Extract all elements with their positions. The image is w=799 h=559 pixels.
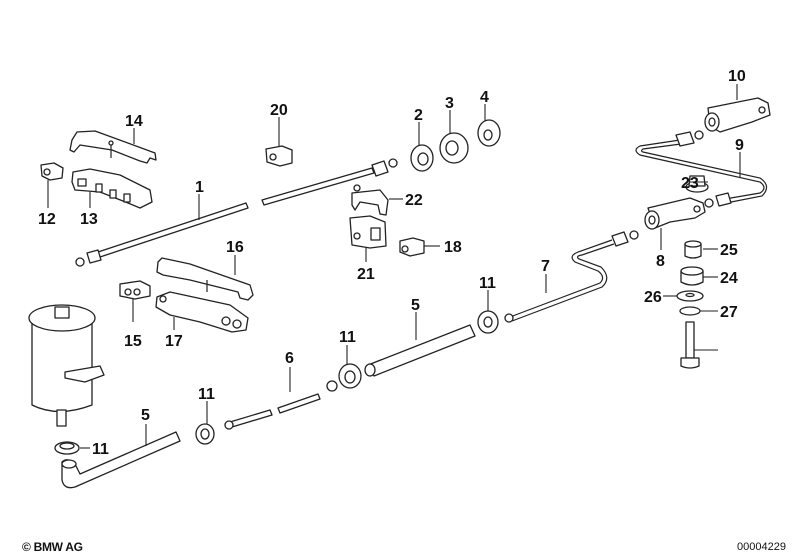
label-18[interactable]: 18	[444, 239, 462, 256]
part-19-clip[interactable]	[265, 145, 293, 167]
label-5-filter[interactable]: 5	[141, 407, 150, 424]
part-8-banjo[interactable]	[644, 197, 706, 230]
label-11-filter[interactable]: 11	[92, 441, 109, 458]
part-11-clamp-c[interactable]	[477, 310, 499, 334]
label-19[interactable]: 20	[270, 102, 288, 119]
label-6[interactable]: 6	[285, 350, 294, 367]
label-24[interactable]: 25	[720, 242, 738, 259]
part-20-holder[interactable]	[349, 215, 387, 249]
label-2[interactable]: 2	[414, 107, 423, 124]
leader-lines	[47, 84, 741, 449]
label-21[interactable]: 22	[405, 192, 423, 209]
part-7-pipe[interactable]	[504, 230, 639, 323]
label-11-c[interactable]: 11	[479, 275, 496, 292]
label-26[interactable]: 27	[720, 304, 738, 321]
part-27-bolt[interactable]	[680, 321, 700, 369]
label-23[interactable]: 24	[720, 270, 738, 287]
part-4-washer[interactable]	[477, 119, 501, 147]
label-11-b[interactable]: 11	[339, 329, 356, 346]
drawing-number: 00004229	[737, 541, 786, 553]
fuel-filter[interactable]	[28, 304, 105, 427]
part-3-grommet[interactable]	[439, 132, 469, 164]
label-25[interactable]: 26	[644, 289, 662, 306]
part-26-lock-washer[interactable]	[679, 306, 701, 316]
part-2-washer[interactable]	[410, 144, 434, 172]
label-17[interactable]: 17	[165, 333, 183, 350]
part-labels: 14 12 13 1 20 2 3 4 22 21 18 16 15 17 6 …	[38, 68, 746, 458]
part-11-clamp-b[interactable]	[338, 363, 362, 389]
part-9-pipe[interactable]	[635, 130, 768, 208]
part-5-hose[interactable]	[364, 324, 476, 377]
part-23-rubber-mount[interactable]	[680, 266, 704, 286]
part-22-nut[interactable]	[685, 175, 709, 193]
label-11-a[interactable]: 11	[198, 386, 215, 403]
label-5[interactable]: 5	[411, 297, 420, 314]
label-1[interactable]: 1	[195, 179, 204, 196]
part-10-banjo[interactable]	[704, 97, 771, 133]
copyright-notice: © BMW AG	[22, 540, 83, 554]
label-15[interactable]: 15	[124, 333, 142, 350]
part-25-washer[interactable]	[676, 290, 704, 302]
part-13-holder[interactable]	[71, 168, 153, 209]
part-6-pipe[interactable]	[224, 380, 338, 430]
label-14[interactable]: 14	[125, 113, 143, 130]
label-20[interactable]: 21	[357, 266, 375, 283]
label-10[interactable]: 10	[728, 68, 746, 85]
label-4[interactable]: 4	[480, 89, 489, 106]
part-12-clip[interactable]	[40, 162, 64, 181]
label-7[interactable]: 7	[541, 258, 550, 275]
part-17-holder[interactable]	[155, 291, 249, 333]
part-5-hose-filter[interactable]	[61, 431, 181, 489]
part-14-cover[interactable]	[69, 130, 157, 164]
label-12[interactable]: 12	[38, 211, 56, 228]
part-21-bracket[interactable]	[351, 184, 389, 216]
part-15-clip[interactable]	[119, 280, 151, 300]
label-3[interactable]: 3	[445, 95, 454, 112]
part-18-clip[interactable]	[399, 237, 425, 257]
part-24-spacer[interactable]	[684, 240, 702, 259]
part-11-clamp-a[interactable]	[195, 423, 215, 445]
label-22[interactable]: 23	[681, 175, 699, 192]
label-9[interactable]: 9	[735, 137, 744, 154]
part-16-cover[interactable]	[156, 257, 254, 301]
part-1-pipe[interactable]	[75, 158, 398, 267]
label-8[interactable]: 8	[656, 253, 665, 270]
label-16[interactable]: 16	[226, 239, 244, 256]
part-11-clamp-filter[interactable]	[54, 441, 80, 455]
label-13[interactable]: 13	[80, 211, 98, 228]
